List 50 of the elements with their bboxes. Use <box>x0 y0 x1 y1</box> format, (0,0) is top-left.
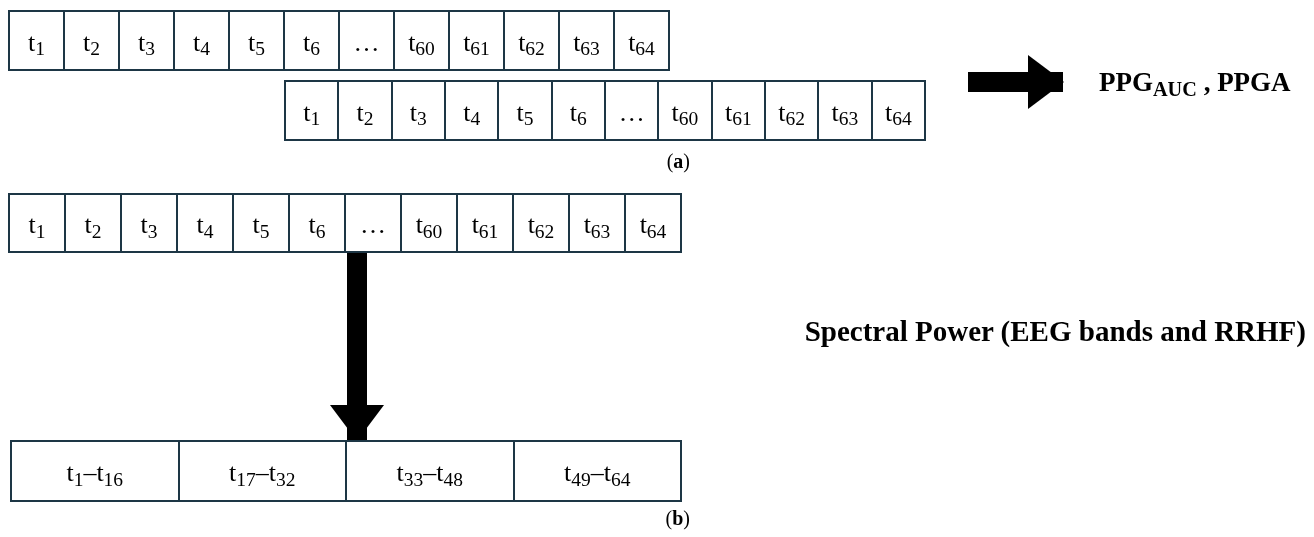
time-cell: … <box>344 195 400 251</box>
segment-bar <box>10 440 682 502</box>
time-cell: t$_{4}$ <box>173 12 228 69</box>
time-cell: t$_{1}$ <box>286 82 338 139</box>
time-cell: t$_{60}$ <box>657 82 711 139</box>
time-cell: t$_{60}$ <box>400 195 456 251</box>
time-cell: t$_{6}$ <box>550 82 604 139</box>
segment-bar <box>8 10 670 71</box>
time-cell: … <box>338 12 393 69</box>
time-cell: t$_{3}$ <box>120 195 176 251</box>
time-cell: t$_{1}$ <box>10 12 63 69</box>
block-arrow <box>968 55 1064 109</box>
time-cell: t$_{1}$–t$_{16}$ <box>12 442 178 500</box>
block-arrow <box>330 253 384 441</box>
annotation-text: Spectral Power (EEG bands and RRHF) <box>803 314 1306 349</box>
time-cell: t$_{17}$–t$_{32}$ <box>177 442 345 500</box>
time-cell: t$_{61}$ <box>456 195 512 251</box>
time-cell: t$_{5}$ <box>228 12 283 69</box>
time-cell: … <box>603 82 658 139</box>
result-text: PPG$_{AUC}$ , PPGA <box>1063 62 1303 102</box>
segment-bar <box>8 193 682 253</box>
time-cell: t$_{33}$–t$_{48}$ <box>345 442 513 500</box>
time-cell: t$_{64}$ <box>624 195 680 251</box>
time-cell: t$_{63}$ <box>558 12 613 69</box>
time-cell: t$_{61}$ <box>448 12 503 69</box>
time-cell: t$_{4}$ <box>176 195 232 251</box>
time-cell: t$_{62}$ <box>512 195 568 251</box>
time-cell: t$_{61}$ <box>710 82 764 139</box>
time-cell: t$_{2}$ <box>64 195 120 251</box>
time-cell: t$_{62}$ <box>763 82 818 139</box>
time-cell: t$_{1}$ <box>10 195 64 251</box>
time-cell: t$_{2}$ <box>63 12 118 69</box>
time-cell: t$_{4}$ <box>444 82 498 139</box>
time-cell: t$_{63}$ <box>568 195 624 251</box>
panel-label: (b) <box>664 506 690 532</box>
time-cell: t$_{3}$ <box>390 82 444 139</box>
segment-bar <box>284 80 926 141</box>
panel-label: (a) <box>665 149 690 175</box>
time-cell: t$_{3}$ <box>118 12 173 69</box>
time-cell: t$_{6}$ <box>288 195 344 251</box>
time-cell: t$_{62}$ <box>503 12 558 69</box>
time-cell: t$_{6}$ <box>283 12 338 69</box>
time-cell: t$_{64}$ <box>613 12 668 69</box>
time-cell: t$_{64}$ <box>870 82 924 139</box>
time-cell: t$_{5}$ <box>497 82 551 139</box>
time-cell: t$_{60}$ <box>393 12 448 69</box>
time-cell: t$_{49}$–t$_{64}$ <box>512 442 680 500</box>
time-cell: t$_{63}$ <box>817 82 871 139</box>
time-cell: t$_{2}$ <box>337 82 391 139</box>
time-cell: t$_{5}$ <box>232 195 288 251</box>
